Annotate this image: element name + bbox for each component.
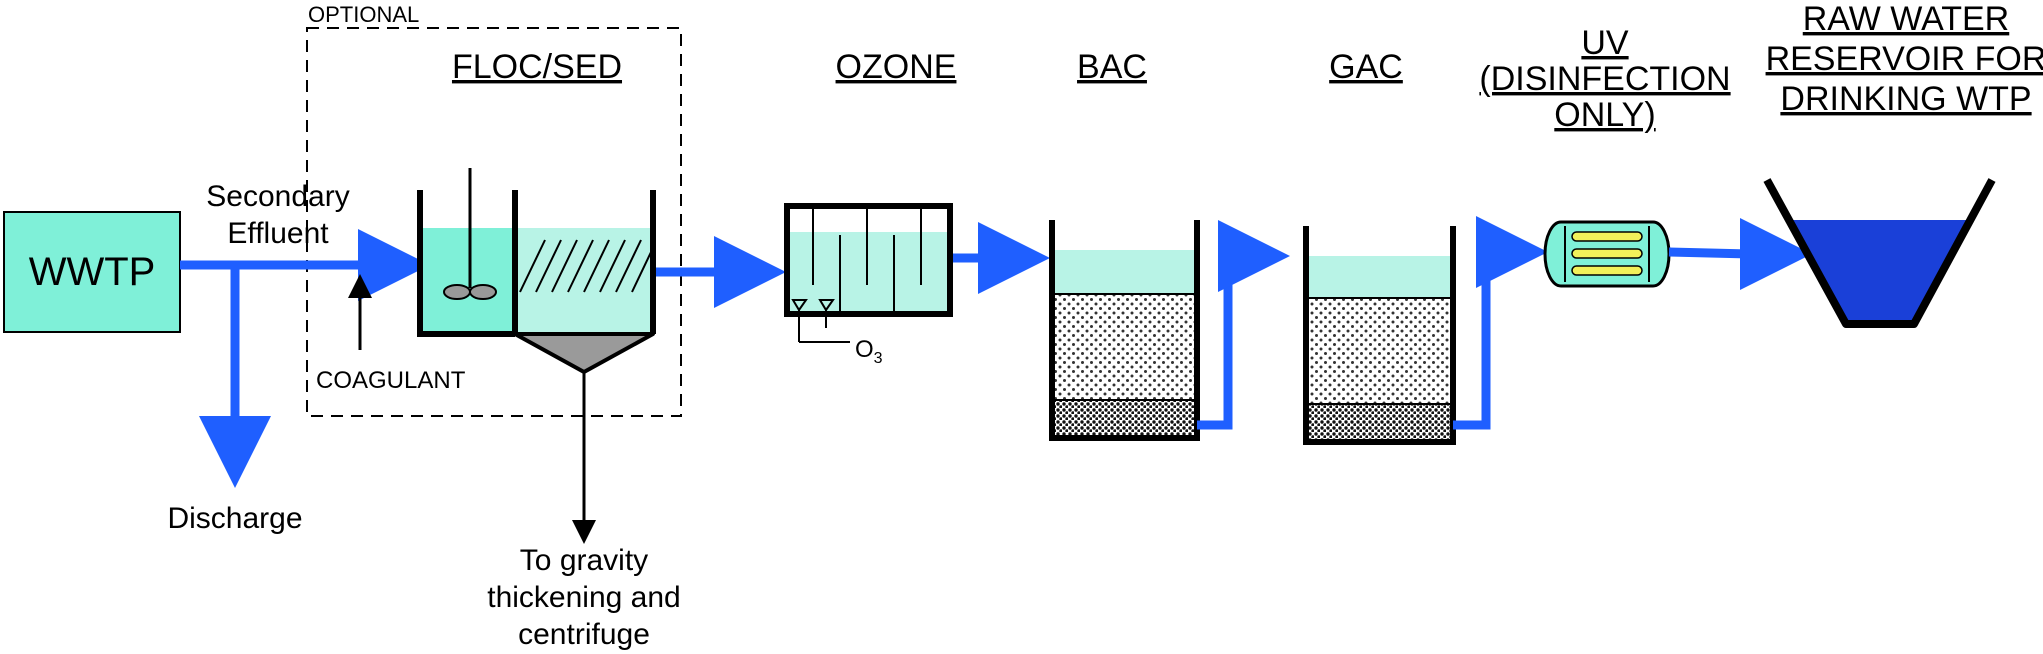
floc-tank-walls <box>417 190 515 337</box>
bac-media <box>1055 294 1194 400</box>
bac-underdrain <box>1055 400 1194 436</box>
gac-underdrain <box>1309 404 1450 440</box>
reservoir-title-line1: RAW WATER <box>1803 0 2010 38</box>
floc-sed-title: FLOC/SED <box>452 48 622 86</box>
bac-tank-walls <box>1049 220 1200 441</box>
optional-dashed-box <box>306 27 682 417</box>
optional-label: OPTIONAL <box>308 2 419 27</box>
gac-water <box>1309 256 1450 298</box>
sludge-hopper <box>513 332 655 374</box>
coagulant-label: COAGULANT <box>316 367 466 394</box>
ozone-diffusers <box>791 299 850 343</box>
ozone-title: OZONE <box>836 48 957 86</box>
discharge-label: Discharge <box>167 502 302 535</box>
wwtp-box <box>3 211 181 333</box>
sludge-label-line1: To gravity <box>520 544 648 577</box>
gac-title: GAC <box>1329 48 1403 86</box>
flow-pipe-bac-to-gac <box>1197 220 1290 430</box>
bac-title: BAC <box>1077 48 1147 86</box>
uv-lamp-2 <box>1571 248 1643 259</box>
reservoir-walls <box>1763 178 1996 328</box>
ozone-contactor <box>784 203 953 317</box>
uv-lamp-1 <box>1571 231 1643 242</box>
sludge-label-line2: thickening and <box>487 581 680 614</box>
gac-media <box>1309 298 1450 404</box>
sed-hatching <box>519 239 653 293</box>
reservoir-title-line2: RESERVOIR FOR <box>1766 40 2043 78</box>
uv-lamp-3 <box>1571 265 1643 276</box>
uv-title-line1: UV <box>1581 24 1629 62</box>
mixer-blade-left <box>443 284 471 300</box>
reservoir-title-line3: DRINKING WTP <box>1780 80 2031 118</box>
ozone-tank-water <box>787 232 950 314</box>
wwtp-label: WWTP <box>29 250 156 294</box>
secondary-effluent-line1: Secondary <box>206 180 349 213</box>
flow-pipe-gac-to-uv <box>1453 216 1548 430</box>
uv-title-line3: ONLY) <box>1554 96 1655 134</box>
bac-water <box>1055 250 1194 294</box>
flow-pipe-uv-to-reservoir <box>1668 218 1812 290</box>
secondary-effluent-line2: Effluent <box>227 217 329 250</box>
gac-tank-walls <box>1303 226 1456 445</box>
sed-tank-water <box>515 228 653 334</box>
sludge-label-line3: centrifuge <box>518 618 650 651</box>
mixer-blade-right <box>469 284 497 300</box>
ozone-input-label: O3 <box>855 336 883 367</box>
ozone-baffles <box>812 206 922 314</box>
uv-title-line2: (DISINFECTION <box>1479 60 1730 98</box>
